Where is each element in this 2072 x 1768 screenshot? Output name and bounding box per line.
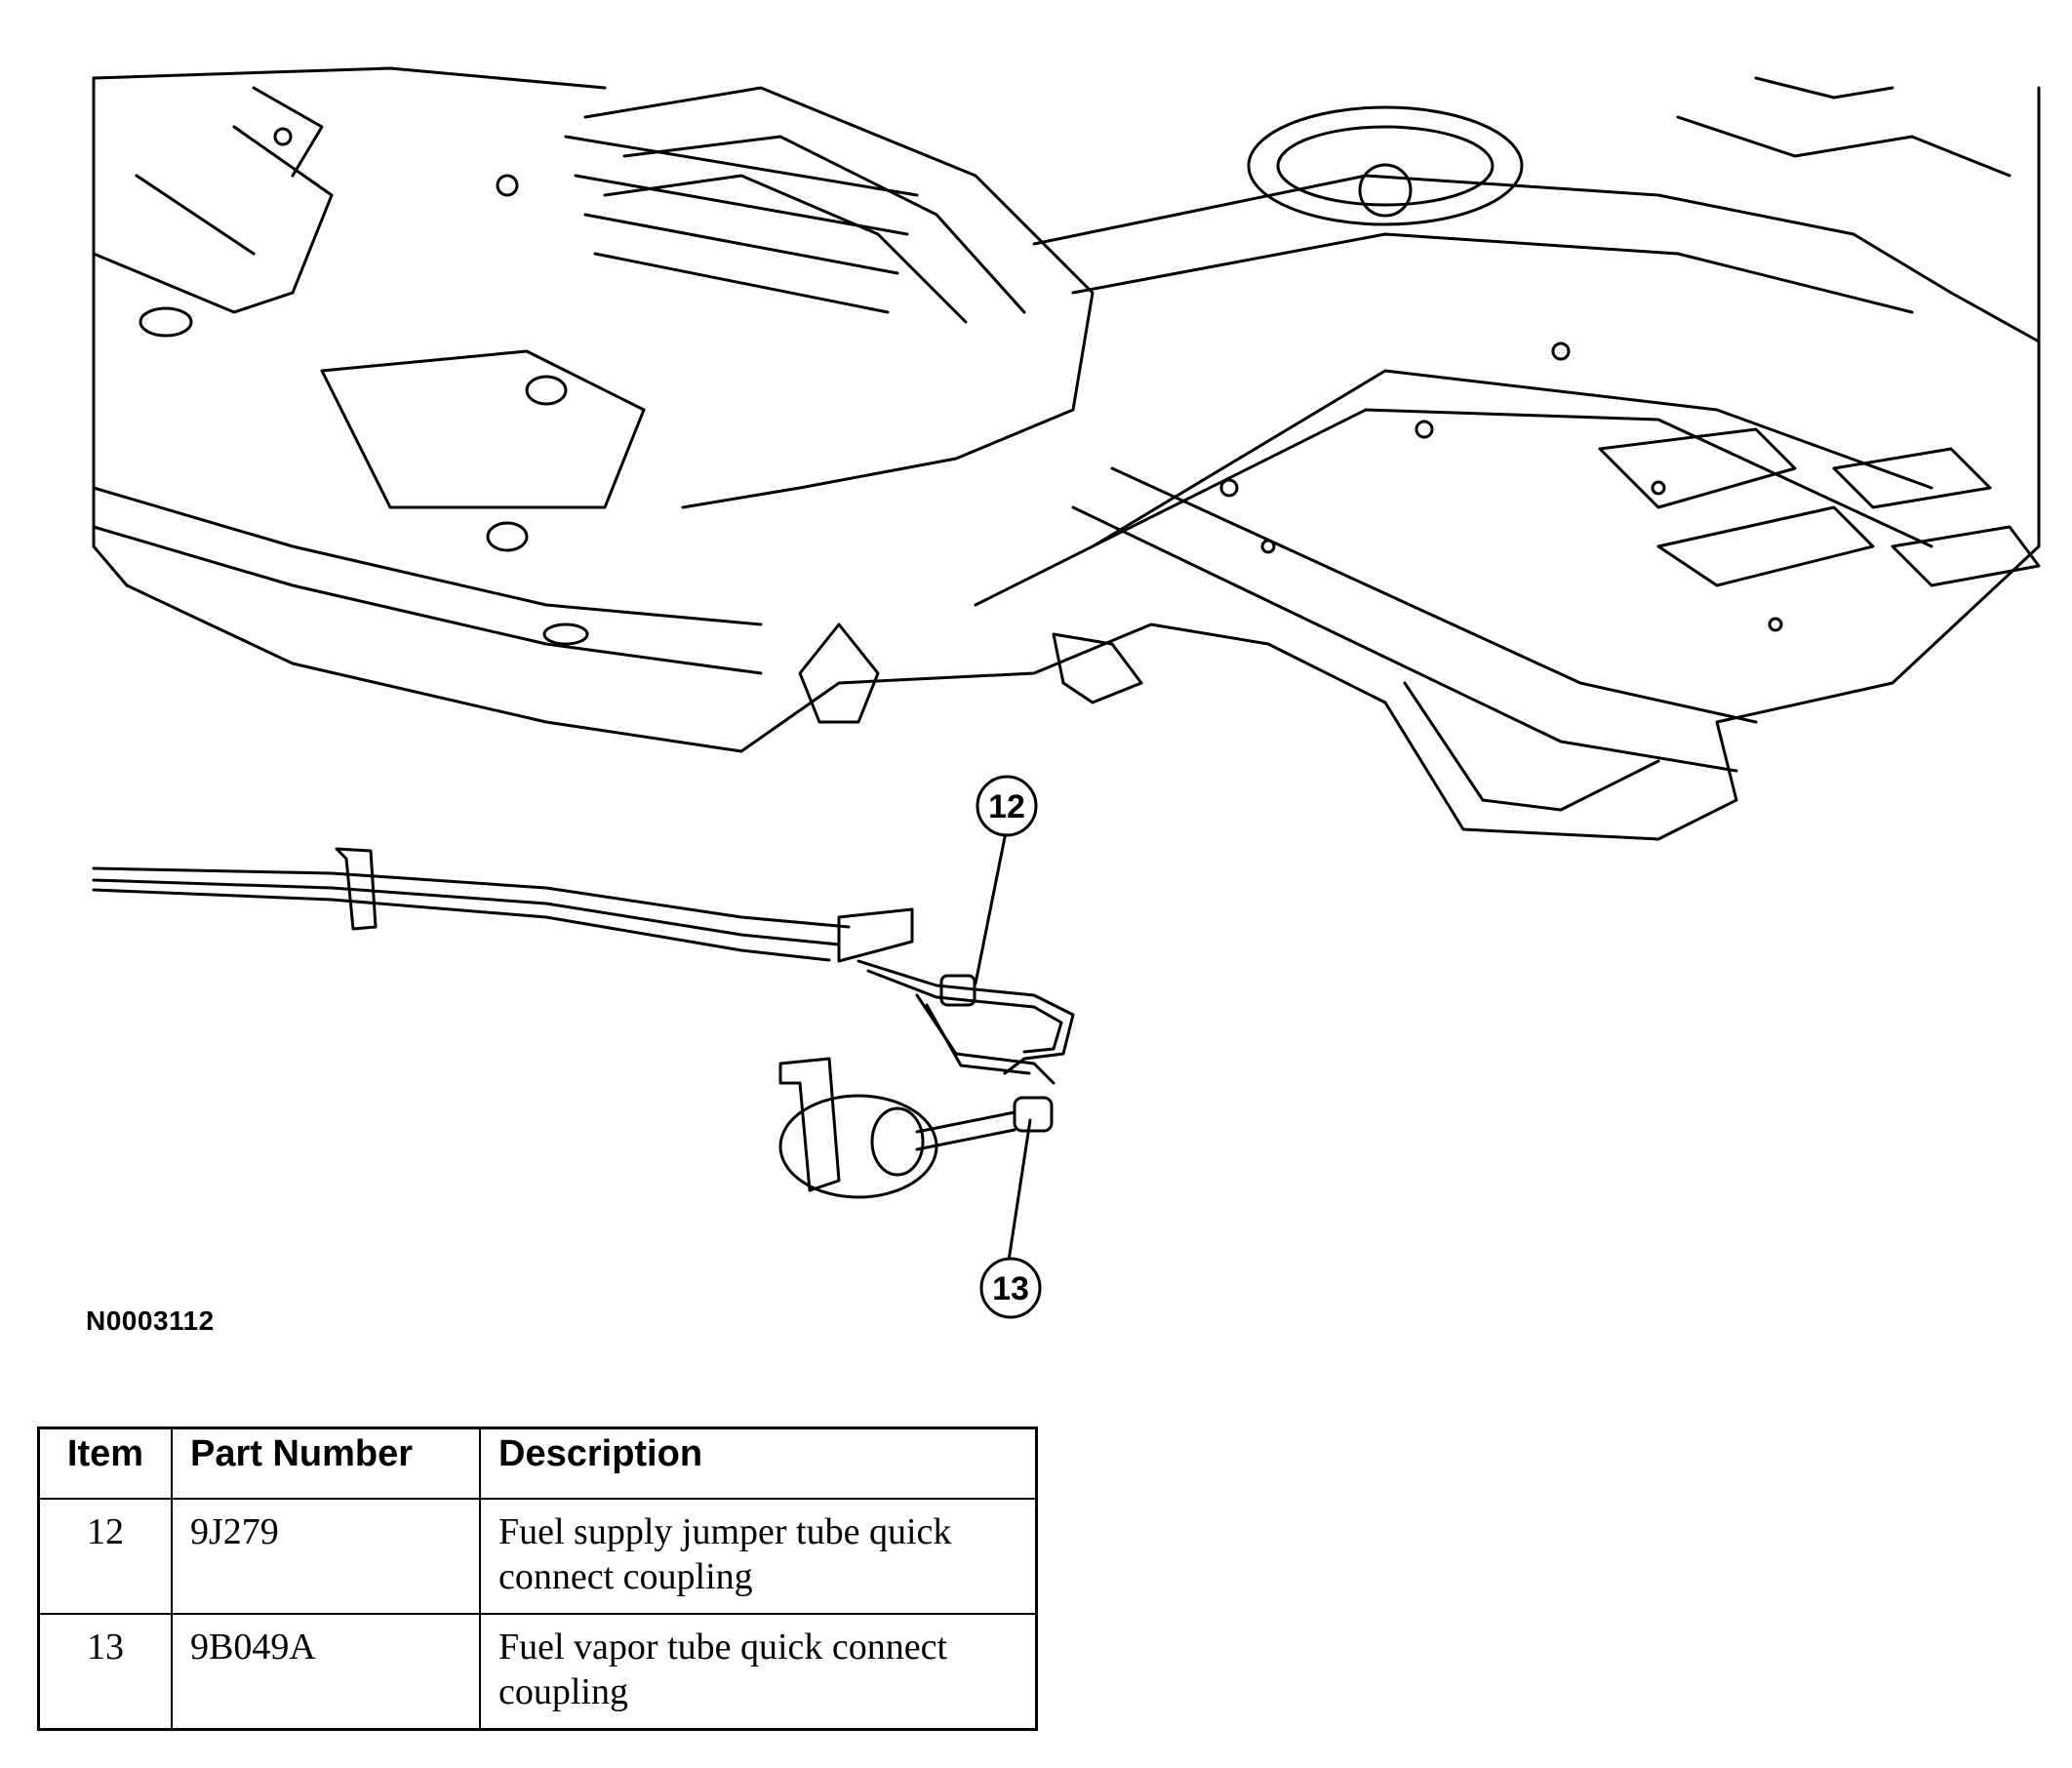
callout-13: 13 bbox=[979, 1257, 1042, 1319]
leader-12 bbox=[974, 835, 1007, 985]
table-row: 12 9J279 Fuel supply jumper tube quick c… bbox=[37, 1498, 1038, 1615]
figure-id: N0003112 bbox=[86, 1306, 215, 1336]
header-description: Description bbox=[479, 1426, 1038, 1500]
canister bbox=[778, 1094, 938, 1199]
coupling-12 bbox=[939, 974, 976, 1007]
header-item: Item bbox=[37, 1426, 173, 1500]
cell-part-number: 9B049A bbox=[171, 1613, 481, 1731]
callout-12: 12 bbox=[976, 775, 1038, 837]
vehicle-underbody-illustration: 12 13 bbox=[92, 66, 2041, 1319]
svg-text:12: 12 bbox=[988, 788, 1025, 825]
left-rail bbox=[92, 486, 763, 626]
rear-floor-pan bbox=[1032, 174, 2041, 343]
parts-table: Item Part Number Description 12 9J279 Fu… bbox=[37, 1426, 1038, 1731]
leader-13 bbox=[1007, 1118, 1032, 1263]
cell-item: 13 bbox=[37, 1613, 173, 1731]
svg-text:13: 13 bbox=[992, 1270, 1029, 1307]
cell-description: Fuel supply jumper tube quick connect co… bbox=[479, 1498, 1038, 1615]
coupling-13 bbox=[1013, 1096, 1054, 1133]
canister-bracket bbox=[778, 1057, 841, 1192]
header-part-number: Part Number bbox=[171, 1426, 481, 1500]
cell-description: Fuel vapor tube quick connect coupling bbox=[479, 1613, 1038, 1731]
underbody-outline bbox=[92, 76, 2041, 841]
table-row: 13 9B049A Fuel vapor tube quick connect … bbox=[37, 1613, 1038, 1731]
fuel-line-upper bbox=[92, 866, 851, 929]
floor-tunnel bbox=[583, 86, 1095, 509]
line-clip bbox=[335, 847, 378, 931]
cell-part-number: 9J279 bbox=[171, 1498, 481, 1615]
cell-item: 12 bbox=[37, 1498, 173, 1615]
table-header-row: Item Part Number Description bbox=[37, 1426, 1038, 1500]
fuel-line-lower bbox=[92, 878, 841, 946]
